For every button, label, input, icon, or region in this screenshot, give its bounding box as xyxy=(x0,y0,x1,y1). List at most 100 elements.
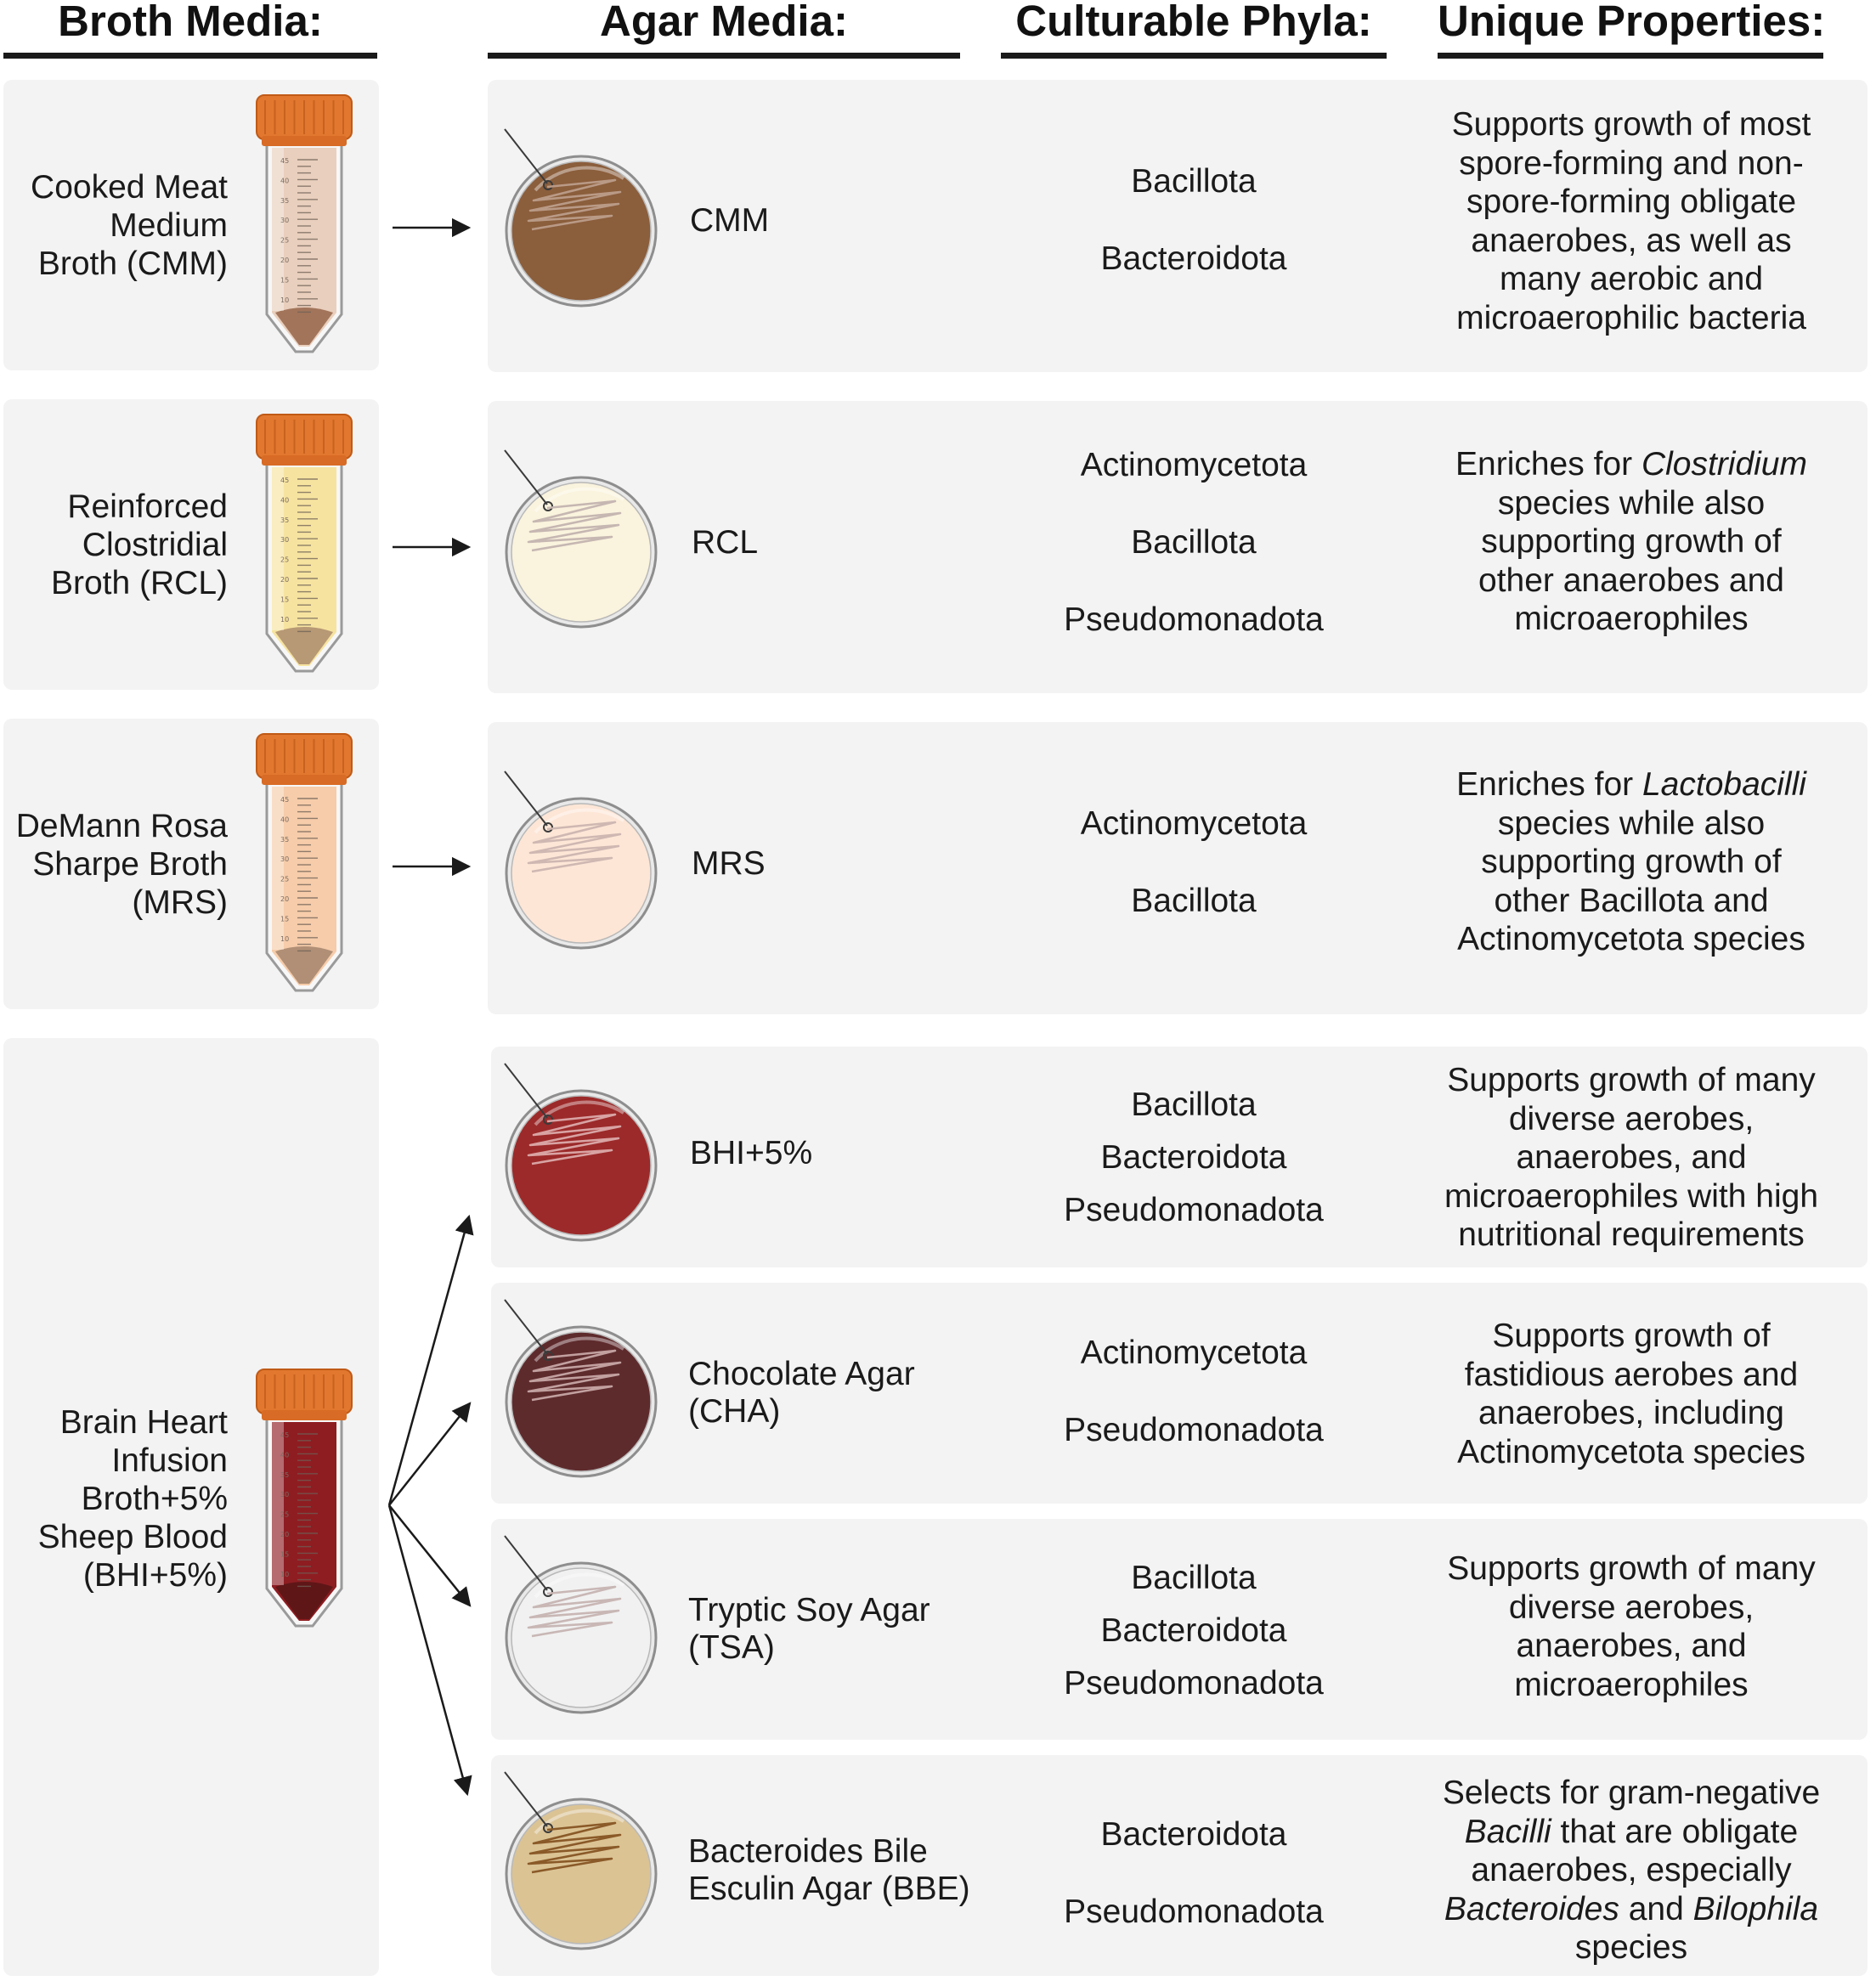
property-line: microaerophiles with high xyxy=(1444,1177,1819,1215)
tube-scale-label: 20 xyxy=(280,1531,289,1538)
streak-pattern xyxy=(527,178,622,231)
tube-scale-label: 35 xyxy=(280,1471,289,1479)
tube-scale-label: 35 xyxy=(280,836,289,844)
tube-scale-label: 25 xyxy=(280,876,289,883)
property-line: Supports growth of many xyxy=(1447,1062,1816,1098)
tube-scale-label: 15 xyxy=(280,915,289,923)
tube-scale-label: 20 xyxy=(280,576,289,584)
tube-scale-label: 10 xyxy=(280,296,289,304)
property-line: diverse aerobes, xyxy=(1508,1589,1755,1626)
property-line: nutritional requirements xyxy=(1458,1216,1805,1253)
tube-scale-label: 20 xyxy=(280,257,289,264)
tube-scale-label: 15 xyxy=(280,595,289,603)
plate-agar xyxy=(511,1331,652,1472)
tube-highlight xyxy=(272,467,284,630)
header-broth-media: Broth Media: xyxy=(58,0,323,45)
arrow-bhi-to-bhi xyxy=(387,1214,474,1506)
inoculation-loop-wire xyxy=(504,449,548,505)
plate-agar xyxy=(511,1095,652,1236)
property-line: Enriches for Lactobacilli xyxy=(1456,766,1806,803)
property-line: Actinomycetota species xyxy=(1457,921,1805,957)
header-underline-properties xyxy=(1438,53,1823,59)
tube-scale-label: 35 xyxy=(280,197,289,205)
tube-sediment xyxy=(275,946,333,984)
tube-scale-label: 30 xyxy=(280,855,289,863)
property-line: other Bacillota and xyxy=(1494,882,1769,919)
tube-sediment xyxy=(275,1582,333,1619)
tube-sediment xyxy=(275,627,333,664)
property-line: microaerophilic bacteria xyxy=(1456,299,1806,336)
inoculation-loop-wire xyxy=(504,1299,548,1355)
tube-scale-label: 45 xyxy=(280,477,289,484)
property-line: Enriches for Clostridium xyxy=(1455,446,1807,483)
header-underline-broth xyxy=(3,53,377,59)
tube-scale-label: 45 xyxy=(280,157,289,165)
streak-pattern xyxy=(527,499,622,552)
tube-scale-label: 40 xyxy=(280,816,289,823)
property-line: Supports growth of most xyxy=(1451,106,1811,143)
inoculation-loop-wire xyxy=(504,128,548,184)
property-line: anaerobes, as well as xyxy=(1471,222,1792,259)
streak-pattern xyxy=(527,1821,622,1874)
plate-agar xyxy=(511,1567,652,1708)
property-line: species xyxy=(1574,1929,1688,1966)
property-line: Supports growth of xyxy=(1492,1318,1771,1354)
header-underline-agar xyxy=(488,53,960,59)
arrow-bhi-to-bbe xyxy=(387,1504,472,1797)
property-line: Supports growth of many xyxy=(1447,1550,1816,1587)
tube-cap-rim xyxy=(262,775,347,785)
plate-agar xyxy=(511,482,652,623)
agar-label-tsa: Tryptic Soy Agar(TSA) xyxy=(688,1592,930,1666)
tube-scale-label: 10 xyxy=(280,935,289,943)
property-line: species while also xyxy=(1497,804,1766,842)
petri-plate-mrs-icon xyxy=(504,770,658,950)
property-line: species while also xyxy=(1497,484,1766,522)
property-line: anaerobes, including xyxy=(1478,1395,1784,1431)
inoculation-loop-tip xyxy=(543,501,553,511)
property-line: spore-forming obligate xyxy=(1466,183,1797,220)
arrow-bhi-to-cha xyxy=(388,1402,472,1506)
tube-scale-label: 40 xyxy=(280,496,289,504)
tube-highlight xyxy=(272,787,284,950)
tube-sediment xyxy=(275,308,333,345)
plate-agar xyxy=(511,1803,652,1944)
property-line: microaerophiles xyxy=(1514,1666,1749,1703)
property-line: many aerobic and xyxy=(1499,261,1764,297)
tube-liquid xyxy=(272,787,336,985)
property-line: diverse aerobes, xyxy=(1508,1100,1755,1137)
property-line: anaerobes, and xyxy=(1516,1139,1747,1176)
petri-plate-rcl-icon xyxy=(504,449,658,629)
agar-label-bhi: BHI+5% xyxy=(690,1135,813,1171)
plate-agar xyxy=(511,161,652,302)
header-culturable-phyla: Culturable Phyla: xyxy=(1015,0,1372,45)
tube-liquid xyxy=(272,467,336,666)
tube-liquid xyxy=(272,148,336,347)
plate-agar xyxy=(511,803,652,944)
tube-cap-rim xyxy=(262,1410,347,1420)
property-line: microaerophiles xyxy=(1514,601,1749,637)
tube-liquid xyxy=(272,1422,336,1621)
tube-scale-label: 45 xyxy=(280,1431,289,1439)
tube-highlight xyxy=(272,148,284,311)
property-line: anaerobes, and xyxy=(1516,1628,1747,1664)
inoculation-loop-tip xyxy=(543,1115,553,1125)
tube-scale-label: 15 xyxy=(280,1550,289,1558)
tube-scale-label: 30 xyxy=(280,536,289,544)
agar-label-mrs: MRS xyxy=(692,845,766,882)
tube-scale-label: 30 xyxy=(280,1491,289,1498)
agar-row-card-rcl xyxy=(488,401,1868,693)
streak-pattern xyxy=(527,1585,622,1638)
property-line: Bacilli that are obligate xyxy=(1464,1813,1799,1850)
